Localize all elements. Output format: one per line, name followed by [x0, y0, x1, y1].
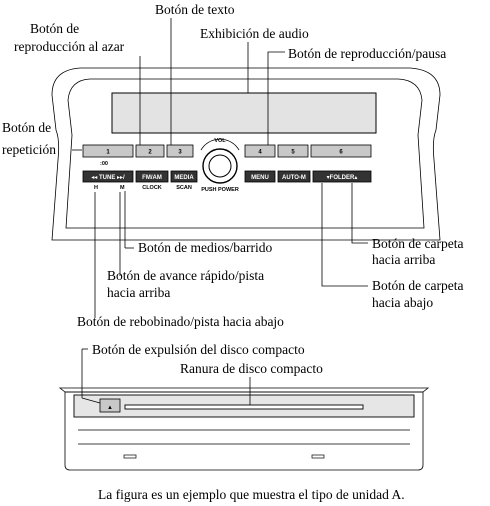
unit-housing-inner — [65, 78, 425, 229]
auto-m-button[interactable] — [277, 170, 311, 183]
figure-caption: La figura es un ejemplo que muestra el t… — [98, 487, 405, 502]
cd-unit-bottom: Botón de expulsión del disco compacto Ra… — [58, 342, 430, 471]
scan-label: SCAN — [176, 185, 192, 191]
h-label: H — [94, 185, 98, 191]
callout-folder-down-l1: Botón de carpeta — [372, 278, 463, 293]
preset-label-6: 6 — [339, 150, 343, 156]
audio-display — [111, 92, 377, 134]
preset-button-2[interactable] — [135, 144, 165, 158]
leader-lines-bottom — [81, 348, 251, 405]
cd-slot — [124, 404, 364, 410]
cd-unit-housing — [64, 391, 424, 471]
preset-button-6[interactable] — [310, 144, 372, 158]
vol-arc — [200, 138, 240, 151]
media-label: MEDIA — [174, 175, 194, 181]
tune-button[interactable] — [82, 170, 134, 183]
callout-play-pause: Botón de reproducción/pausa — [288, 46, 446, 61]
tune-label: ◂◂ TUNE ▸▸/ — [91, 175, 125, 181]
cd-unit-slot-left — [123, 454, 137, 459]
callout-ffwd-l1: Botón de avance rápido/pista — [107, 268, 264, 283]
preset-label-2: 2 — [148, 150, 152, 156]
callout-repeat-l2: repetición — [2, 142, 56, 157]
preset-button-3[interactable] — [166, 144, 194, 158]
callout-repeat-l1: Botón de — [2, 120, 51, 135]
callout-audio-display: Exhibición de audio — [200, 26, 309, 41]
preset-label-1: 1 — [106, 150, 110, 156]
menu-label: MENU — [251, 175, 269, 181]
callout-rewind: Botón de rebobinado/pista hacia abajo — [77, 314, 284, 329]
preset-label-4: 4 — [258, 150, 262, 156]
callout-eject: Botón de expulsión del disco compacto — [92, 342, 305, 357]
callout-random-l1: Botón de — [30, 21, 79, 36]
preset-label-3: 3 — [178, 150, 182, 156]
leader-lines-top — [72, 18, 368, 318]
preset-label-5: 5 — [291, 150, 295, 156]
callout-text-button: Botón de texto — [155, 2, 235, 17]
eject-icon: ▲ — [107, 405, 113, 411]
callout-ffwd-l2: hacia arriba — [107, 285, 170, 300]
preset-sub-label: :00 — [100, 161, 108, 167]
cd-unit-slot-right — [311, 454, 325, 459]
clock-label: CLOCK — [142, 185, 162, 191]
folder-button[interactable] — [312, 170, 372, 183]
auto-m-label: AUTO-M — [282, 175, 306, 181]
vol-label: VOL — [214, 138, 226, 144]
callout-folder-down-l2: hacia abajo — [372, 295, 433, 310]
folder-label: ▾FOLDER▴ — [327, 175, 358, 181]
preset-button-1[interactable] — [82, 144, 134, 158]
callout-folder-up-l2: hacia arriba — [372, 252, 435, 267]
eject-button[interactable] — [99, 398, 121, 413]
unit-housing — [51, 67, 441, 241]
media-button[interactable] — [170, 170, 198, 183]
fm-am-label: FM/AM — [142, 175, 162, 181]
preset-button-4[interactable] — [244, 144, 276, 158]
preset-button-5[interactable] — [277, 144, 309, 158]
callout-random-l2: reproducción al azar — [14, 39, 125, 54]
audio-unit-top: 1 2 3 :00 4 5 6 VOL PUSH POWER ◂◂ TUNE ▸… — [2, 2, 463, 329]
m-label: M — [120, 185, 125, 191]
callout-folder-up-l1: Botón de carpeta — [372, 236, 463, 251]
menu-button[interactable] — [244, 170, 276, 183]
cd-unit-top-edge — [58, 387, 430, 393]
callout-slot: Ranura de disco compacto — [180, 361, 323, 376]
volume-knob-inner — [208, 154, 232, 178]
push-power-label: PUSH POWER — [201, 187, 239, 193]
callout-media-scan: Botón de medios/barrido — [138, 240, 272, 255]
fm-am-button[interactable] — [135, 170, 169, 183]
